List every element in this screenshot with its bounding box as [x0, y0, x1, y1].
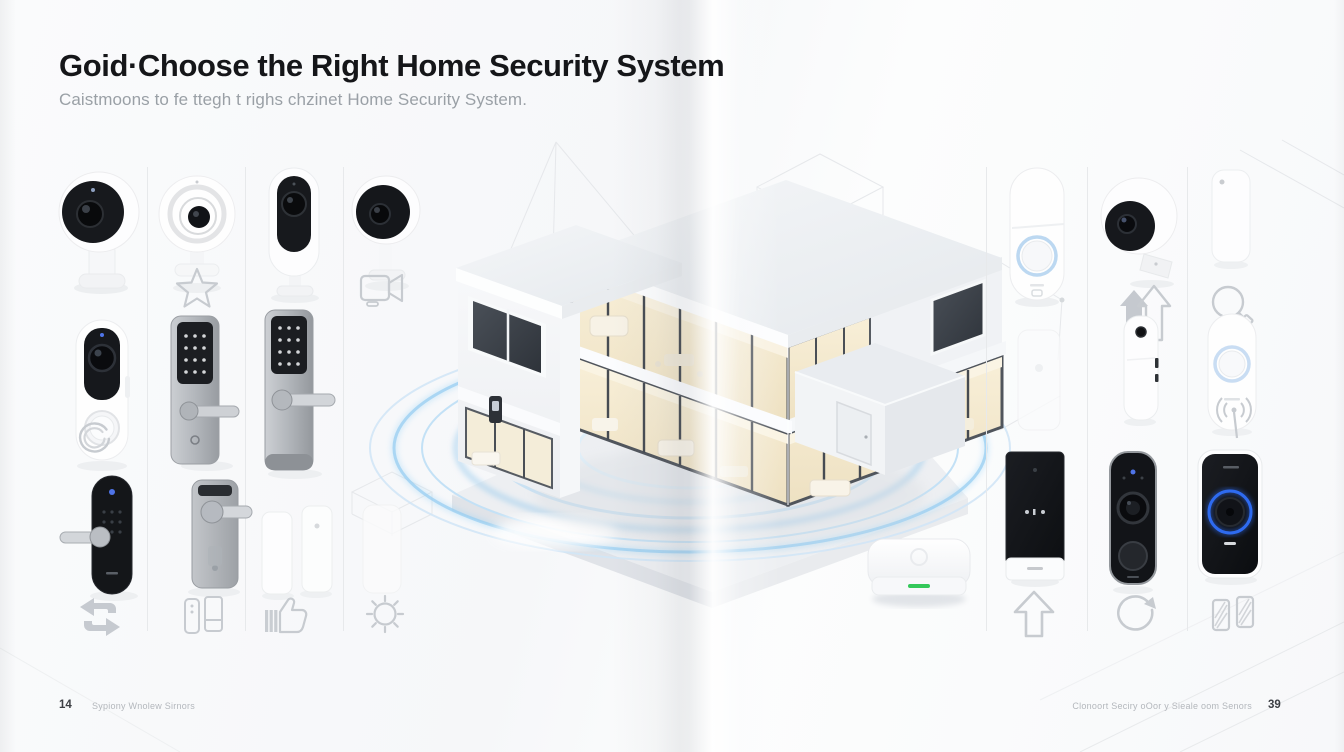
indoor-camera-cube [58, 171, 140, 294]
star-icon [174, 266, 220, 310]
mini-door-sensor [1211, 169, 1251, 269]
up-arrow-icon [1010, 588, 1058, 640]
motion-sensor [1123, 315, 1159, 426]
right-page-number: 39 [1268, 699, 1281, 711]
outdoor-camera [1100, 177, 1178, 288]
indoor-camera-oval [268, 167, 320, 303]
grid-divider [1187, 167, 1188, 631]
page-title: Goid·Choose the Right Home Security Syst… [59, 48, 725, 83]
page-right-edge [1334, 0, 1344, 752]
broadcast-antenna-icon [1208, 394, 1260, 444]
sensor-pair-icon [182, 596, 226, 636]
smart-hub-device [867, 538, 971, 607]
indoor-camera-round [351, 175, 421, 291]
keypad-smart-lock-with-handle [264, 309, 336, 479]
house-garage-annex [794, 343, 966, 475]
page-left-edge [0, 0, 16, 752]
door-window-sensor-faded [362, 504, 402, 594]
left-footer-caption: Sypiony Wnolew Sirnors [92, 701, 196, 711]
white-video-doorbell [1009, 167, 1065, 307]
grid-divider [147, 167, 148, 631]
thumbs-up-icon [265, 592, 314, 636]
left-page-number: 14 [59, 699, 72, 711]
ripple-circle-icon [70, 414, 118, 460]
white-doorbell-button [1207, 313, 1257, 436]
keypad-smart-lock [170, 315, 240, 471]
grid-divider [245, 167, 246, 631]
faded-door-sensor [1017, 329, 1061, 431]
black-smart-lock [59, 475, 138, 601]
right-footer-caption: Clonoort Seciry oOor y Sieale oom Senors [1072, 701, 1252, 711]
sun-icon [358, 590, 412, 640]
black-video-doorbell [1109, 451, 1157, 594]
black-ring-doorbell [1197, 449, 1263, 585]
swap-arrows-icon [80, 598, 120, 636]
battery-pair-icon [1208, 594, 1258, 636]
indoor-camera-ring [158, 175, 236, 293]
lever-handle-lock [188, 479, 253, 597]
video-camera-icon [358, 270, 406, 310]
black-wall-panel [1005, 451, 1065, 587]
grid-divider [1087, 167, 1088, 631]
door-window-sensor-pair [261, 505, 333, 600]
hub-status-led [908, 584, 930, 588]
page-subtitle: Caistmoons to fe ttegh t righs chzinet H… [59, 90, 528, 109]
grid-divider [986, 167, 987, 631]
refresh-icon [1112, 594, 1156, 642]
grid-divider [343, 167, 344, 631]
